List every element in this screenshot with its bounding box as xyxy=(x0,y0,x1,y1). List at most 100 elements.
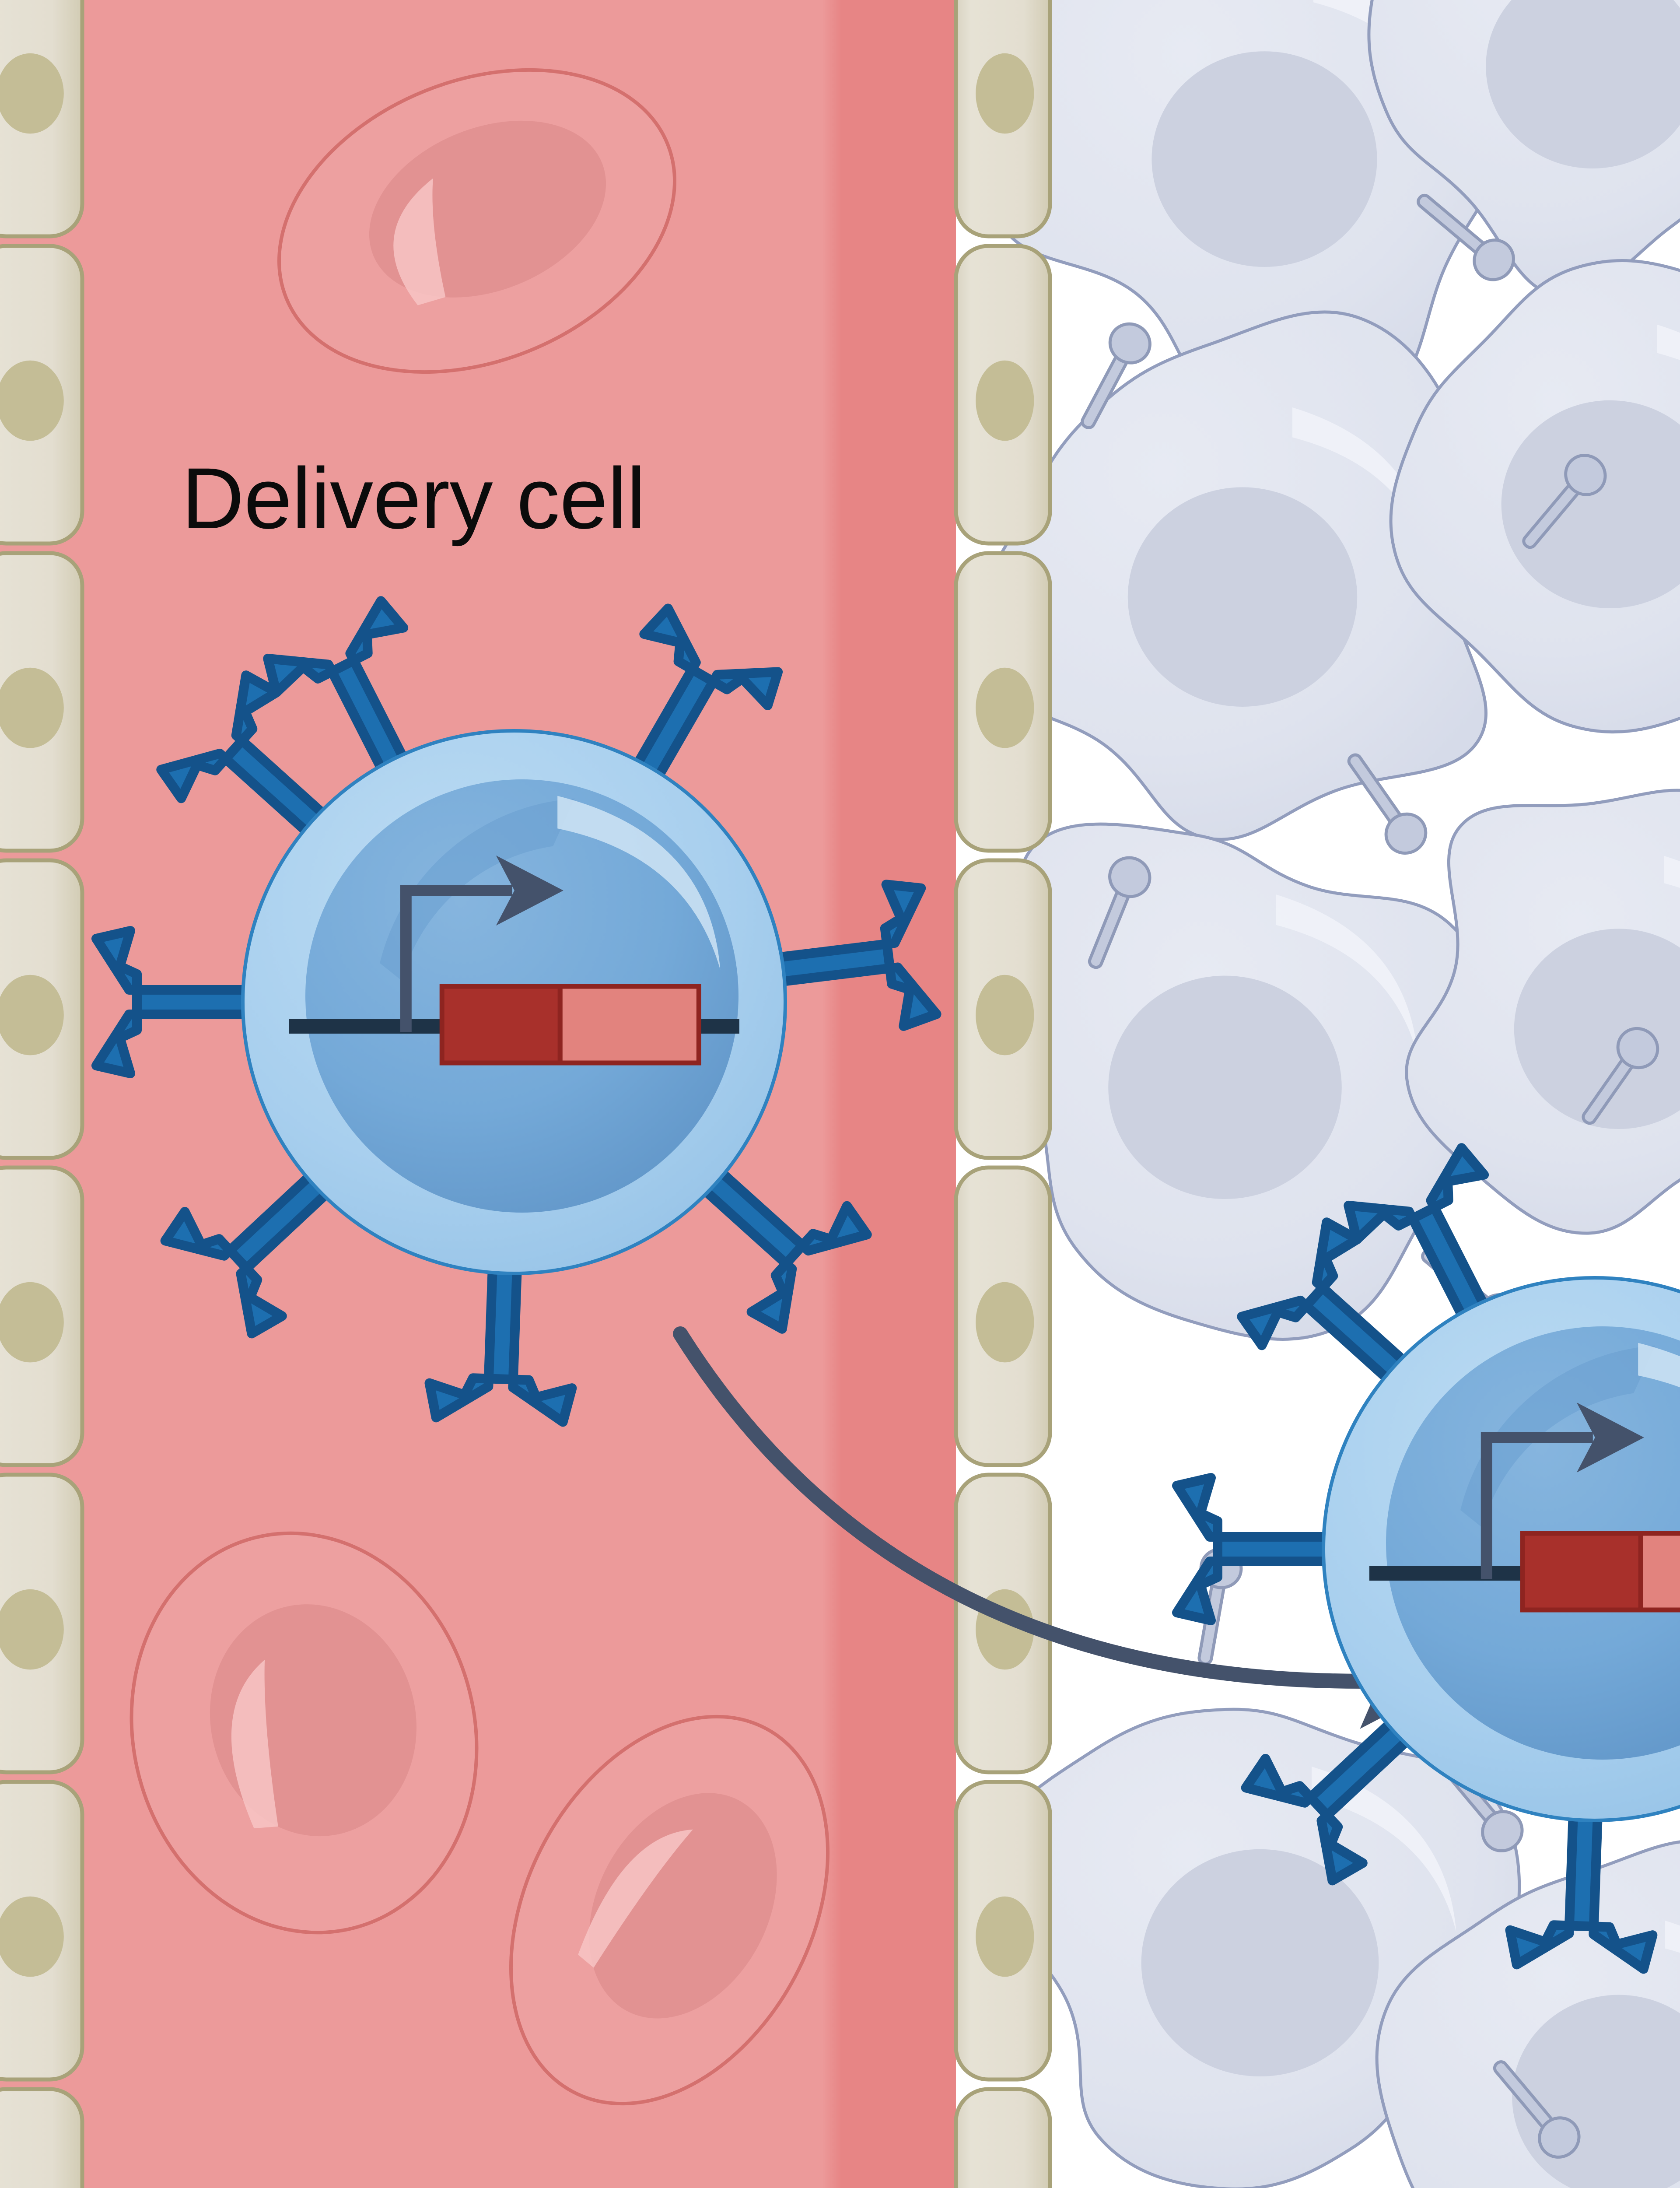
gene-box-2 xyxy=(1638,1531,1680,1613)
endothelial-cell xyxy=(954,551,1052,853)
endothelial-cell-nucleus xyxy=(0,360,64,441)
tissue-cell xyxy=(1389,259,1680,734)
migration-arrow-group xyxy=(673,1326,1456,1729)
tissue-receptor-pin xyxy=(1347,753,1428,855)
tissue-receptor-knob xyxy=(1473,238,1515,281)
tissue-cell xyxy=(1367,0,1680,298)
tissue-receptor-pin xyxy=(1582,1027,1659,1125)
endothelial-cell-nucleus xyxy=(976,975,1034,1055)
tissue-receptor-knob xyxy=(1538,2116,1581,2159)
tissue-receptor-knob xyxy=(1616,1027,1659,1069)
endothelial-cell-nucleus xyxy=(976,360,1034,441)
red-blood-cell xyxy=(509,1715,830,2106)
tissue-receptor-pin xyxy=(1522,454,1607,549)
endothelial-cell xyxy=(0,1165,84,1467)
gene-box-2 xyxy=(557,984,701,1066)
tissue-cell xyxy=(1405,789,1680,1235)
red-blood-cell-group xyxy=(130,68,830,2106)
tissue-cell-highlight xyxy=(1665,1921,1680,1953)
tissue-cell-nucleus xyxy=(1514,929,1680,1129)
tissue-cell-group xyxy=(963,0,1680,2188)
delivery-cell-receptor xyxy=(91,926,265,1078)
receptor-body xyxy=(760,880,942,1031)
tissue-receptor-pin xyxy=(1081,322,1152,429)
endothelial-cell xyxy=(0,0,84,238)
delivery-cell-receptor xyxy=(156,670,339,846)
endothelial-cell-nucleus xyxy=(0,667,64,748)
receptor-body xyxy=(690,1158,872,1334)
receptor-body xyxy=(91,926,265,1078)
delivery-cell-secondary xyxy=(1172,1143,1680,1974)
delivery-cell-highlight xyxy=(1638,1343,1680,1388)
rbc-dimple xyxy=(589,1793,777,2019)
endothelial-cell xyxy=(0,1473,84,1774)
delivery-cell-receptor xyxy=(1172,1473,1346,1625)
gene-box-1 xyxy=(1520,1531,1643,1613)
endothelial-cell xyxy=(954,1165,1052,1467)
endothelial-cell xyxy=(0,551,84,853)
delivery-cell-receptor xyxy=(625,603,783,793)
endothelial-cell xyxy=(0,858,84,1160)
endothelial-cell-nucleus xyxy=(976,1282,1034,1363)
endothelial-cell-nucleus xyxy=(0,1896,64,1977)
endothelial-cell-nucleus xyxy=(0,975,64,1055)
migration-arrow xyxy=(673,1326,1456,1729)
tissue-cell xyxy=(990,0,1506,426)
endothelial-cell-nucleus xyxy=(976,667,1034,748)
receptor-body xyxy=(1344,1143,1495,1333)
endothelial-cell xyxy=(954,0,1052,238)
receptor-body xyxy=(1505,1797,1658,1974)
promoter-arrow-icon xyxy=(496,856,564,926)
receptor-body xyxy=(1172,1473,1346,1625)
endothelium-right-wall xyxy=(954,0,1052,2188)
promoter-bracket xyxy=(400,885,512,1032)
tissue-receptor-knob xyxy=(1564,454,1607,496)
endothelial-cell-nucleus xyxy=(976,1896,1034,1977)
endothelial-cell xyxy=(0,1780,84,2082)
tissue-cell-highlight xyxy=(1292,407,1432,567)
receptor-body xyxy=(156,670,339,846)
red-blood-cell xyxy=(130,1531,479,1935)
delivery-cell-highlight xyxy=(557,796,721,970)
tissue-cell-nucleus xyxy=(1127,487,1358,707)
endothelial-cell xyxy=(954,2087,1052,2188)
rbc-highlight xyxy=(393,178,446,305)
tissue-cell-nucleus xyxy=(1152,51,1377,267)
endothelial-cell-nucleus xyxy=(0,1589,64,1670)
tissue-receptor-knob xyxy=(1384,812,1428,855)
endothelial-cell-nucleus xyxy=(976,53,1034,134)
endothelial-cell xyxy=(954,1780,1052,2082)
tissue-cell-highlight xyxy=(1664,856,1680,888)
endothelial-cell-nucleus xyxy=(0,53,64,134)
tissue-cell-highlight xyxy=(1657,325,1680,360)
gene-box-1 xyxy=(439,984,563,1066)
gene-construct xyxy=(289,856,739,1066)
endothelial-cell xyxy=(0,244,84,546)
tissue-cell-nucleus xyxy=(1486,0,1680,168)
gene-construct xyxy=(1369,1403,1680,1613)
delivery-cell-group xyxy=(91,596,1680,1974)
delivery-cell-primary xyxy=(91,596,942,1427)
endothelial-cell xyxy=(0,2087,84,2188)
receptor-body xyxy=(1241,1708,1422,1886)
endothelial-cell-nucleus xyxy=(0,1282,64,1363)
receptor-body xyxy=(160,1161,342,1339)
tissue-receptor-knob xyxy=(1108,856,1152,898)
tissue-cell-highlight xyxy=(1312,1767,1456,1932)
endothelial-cell-body xyxy=(954,2087,1052,2188)
delivery-cell-receptor xyxy=(1237,1217,1419,1393)
tissue-cell-nucleus xyxy=(1108,975,1342,1199)
promoter-bracket xyxy=(1480,1432,1593,1579)
tissue-receptor-pin xyxy=(1417,193,1515,281)
receptor-body xyxy=(263,596,415,786)
tissue-receptor-pin xyxy=(1088,856,1152,969)
tissue-receptor-knob xyxy=(1108,322,1152,365)
receptor-body xyxy=(625,603,783,793)
delivery-cell-cytoplasm-shade xyxy=(380,798,575,981)
tissue-cell-nucleus xyxy=(1501,400,1680,608)
rbc-highlight xyxy=(578,1829,693,1968)
endothelial-cell xyxy=(954,244,1052,546)
tissue-cell-highlight xyxy=(1276,894,1418,1057)
